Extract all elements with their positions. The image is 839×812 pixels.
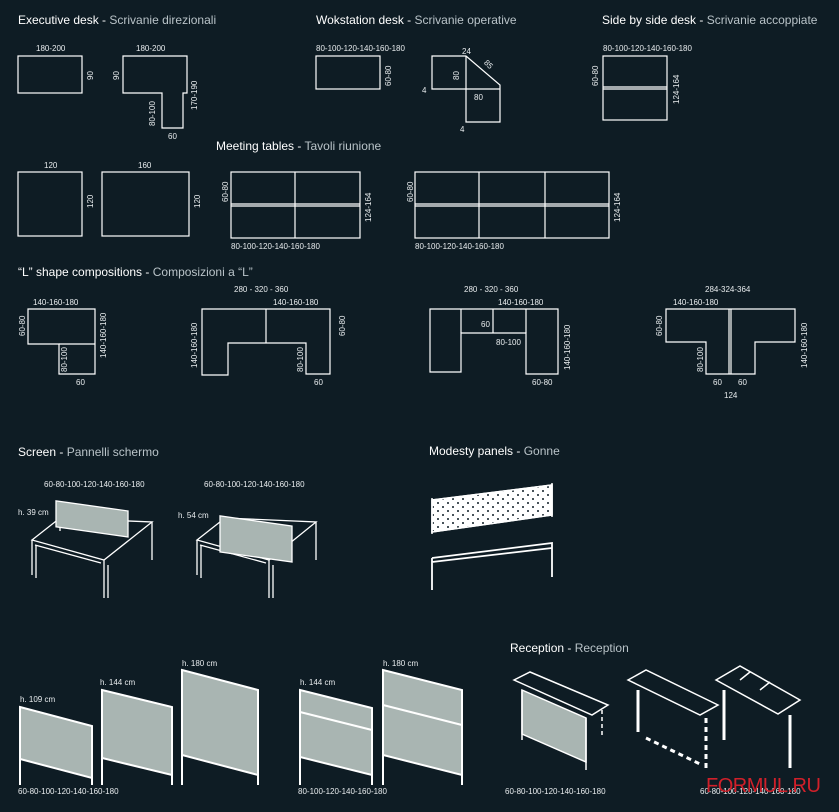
dim-label: h. 144 cm (100, 678, 136, 687)
dim-label: 140-160-180 (800, 322, 809, 368)
dim-label: 60-80 (18, 315, 27, 336)
dim-label: 80 (452, 71, 461, 80)
dim-label: 140-160-180 (99, 312, 108, 358)
dim-label: 140-160-180 (273, 298, 319, 307)
dim-label: 60-80 (406, 181, 415, 202)
title-l-shape: “L” shape compositions - Composizioni a … (18, 265, 253, 279)
title-workstation-desk: Wokstation desk - Scrivanie operative (316, 13, 517, 27)
dim-label: 284-324-364 (705, 285, 751, 294)
dim-label: 60-80-100-120-140-160-180 (204, 480, 305, 489)
dim-label: 80-100-120-140-160-180 (603, 44, 692, 53)
dim-label: 4 (422, 86, 427, 95)
meeting-table-triple (414, 171, 610, 239)
dim-label: 4 (460, 125, 465, 134)
title-modesty-panels: Modesty panels - Gonne (429, 444, 560, 458)
dim-label: 140-160-180 (33, 298, 79, 307)
l-shape-2 (201, 308, 331, 376)
dim-label: 120 (193, 194, 202, 208)
modesty-panel-plain (431, 541, 553, 590)
dim-label: 90 (112, 71, 121, 80)
dim-label: h. 109 cm (20, 695, 56, 704)
dim-label: 80-100 (696, 347, 705, 372)
dim-label: 60-80-100-120-140-160-180 (505, 787, 606, 796)
reception-1 (512, 671, 610, 770)
dim-label: 60-80-100-120-140-160-180 (700, 787, 801, 796)
dim-label: 124-164 (672, 74, 681, 104)
panel-180 (181, 668, 259, 785)
title-side-by-side-desk: Side by side desk - Scrivanie accoppiate (602, 13, 818, 27)
dim-label: 80-100 (296, 347, 305, 372)
workstation-desk-1 (315, 55, 381, 90)
dim-label: 80-100-120-140-160-180 (298, 787, 387, 796)
l-shape-3 (429, 308, 559, 375)
screen-desk-54 (195, 515, 318, 598)
dim-label: 60 (481, 320, 490, 329)
dim-label: 60-80 (655, 315, 664, 336)
dim-label: 124-164 (613, 192, 622, 222)
reception-2 (626, 665, 802, 768)
title-reception: Reception - Reception (510, 641, 629, 655)
dim-label: 24 (462, 47, 471, 56)
dim-label: 170-190 (190, 80, 199, 110)
dim-label: h. 39 cm (18, 508, 49, 517)
dim-label: 60-80 (591, 65, 600, 86)
dim-label: 80-100 (60, 347, 69, 372)
panel-144 (101, 688, 173, 785)
dim-label: 80-100-120-140-160-180 (316, 44, 405, 53)
dim-label: 140-160-180 (563, 324, 572, 370)
dim-label: 60 (738, 378, 747, 387)
dim-label: 60-80-100-120-140-160-180 (44, 480, 145, 489)
dim-label: 140-160-180 (498, 298, 544, 307)
side-by-side-desk (602, 55, 668, 121)
modesty-panel-perforated (431, 483, 553, 534)
workstation-desk-2 (431, 55, 501, 123)
dim-label: 80-100 (496, 338, 521, 347)
screen-desk-39 (30, 500, 154, 598)
dim-label: 120 (86, 194, 95, 208)
panel-180-split (382, 668, 463, 785)
dim-label: 60-80 (338, 315, 347, 336)
dim-label: 60 (76, 378, 85, 387)
dim-label: 160 (138, 161, 152, 170)
dim-label: 124-164 (364, 192, 373, 222)
executive-desk-2 (122, 55, 188, 129)
dim-label: 60-80 (532, 378, 553, 387)
dim-label: 180-200 (36, 44, 66, 53)
dim-label: 140-160-180 (190, 322, 199, 368)
l-shape-4 (665, 308, 796, 375)
dim-label: 140-160-180 (673, 298, 719, 307)
title-meeting-tables: Meeting tables - Tavoli riunione (216, 139, 382, 153)
dim-label: 60 (314, 378, 323, 387)
dim-label: h. 144 cm (300, 678, 336, 687)
dim-label: 90 (86, 71, 95, 80)
dim-label: 280 - 320 - 360 (464, 285, 519, 294)
dim-label: h. 180 cm (383, 659, 419, 668)
dim-label: h. 54 cm (178, 511, 209, 520)
dim-label: 60-80 (384, 65, 393, 86)
dim-label: 60 (713, 378, 722, 387)
meeting-table-160 (101, 171, 190, 237)
dim-label: 120 (44, 161, 58, 170)
dim-label: 60-80-100-120-140-160-180 (18, 787, 119, 796)
dim-label: 80 (474, 93, 483, 102)
executive-desk-1 (17, 55, 83, 94)
l-shape-1 (27, 308, 96, 375)
watermark: FORMUL.RU (706, 775, 821, 797)
meeting-table-120 (17, 171, 83, 237)
title-executive-desk: Executive desk - Scrivanie direzionali (18, 13, 217, 27)
dim-label: 124 (724, 391, 738, 400)
panel-109 (19, 705, 93, 785)
dim-label: 60 (168, 132, 177, 141)
dim-label: h. 180 cm (182, 659, 218, 668)
dim-label: 280 - 320 - 360 (234, 285, 289, 294)
dim-label: 180-200 (136, 44, 166, 53)
dim-label: 80-100 (148, 101, 157, 126)
panel-144-split (299, 688, 373, 785)
dim-label: 80-100-120-140-160-180 (231, 242, 320, 251)
title-screen: Screen - Pannelli schermo (18, 445, 159, 459)
dim-label: 60-80 (221, 181, 230, 202)
dim-label: 80-100-120-140-160-180 (415, 242, 504, 251)
